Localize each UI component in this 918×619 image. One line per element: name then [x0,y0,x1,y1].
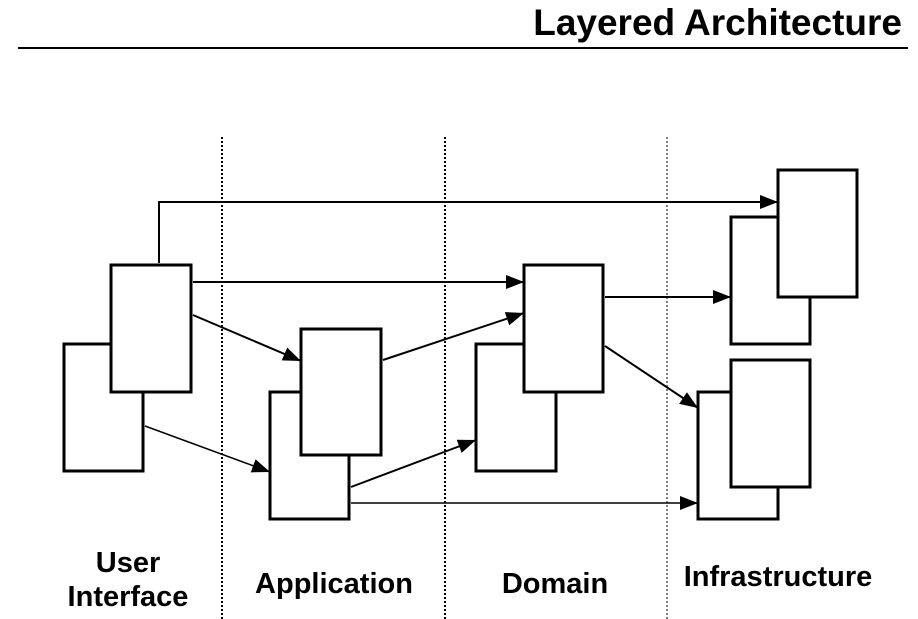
arrow-domain-to-infrastructure-bottom [604,345,699,409]
arrow-ui-to-infrastructure-top [158,195,778,263]
domain-front-box [522,263,605,394]
layer-label-domain: Domain [501,568,609,600]
arrow-application-back-to-domain-back [350,439,477,488]
arrow-ui-back-to-application-back [144,425,271,473]
layer-label-application: Application [255,568,413,600]
arrow-ui-to-application-front [192,314,302,362]
arrow-application-to-domain-front [382,312,525,361]
infra-bottom-front-box [729,358,812,489]
domain-back-box [474,342,558,473]
ui-front-box [109,263,193,394]
layer-label-user-interface-line1: User [95,547,161,579]
page-title: Layered Architecture [533,2,902,43]
infra-top-front-box [776,168,859,299]
layer-label-user-interface-line2: Interface [67,581,189,613]
layer-label-infrastructure: Infrastructure [683,561,873,593]
application-front-box [299,327,383,457]
layer-label-user-interface: User Interface [58,546,198,614]
title-underline [18,47,908,49]
